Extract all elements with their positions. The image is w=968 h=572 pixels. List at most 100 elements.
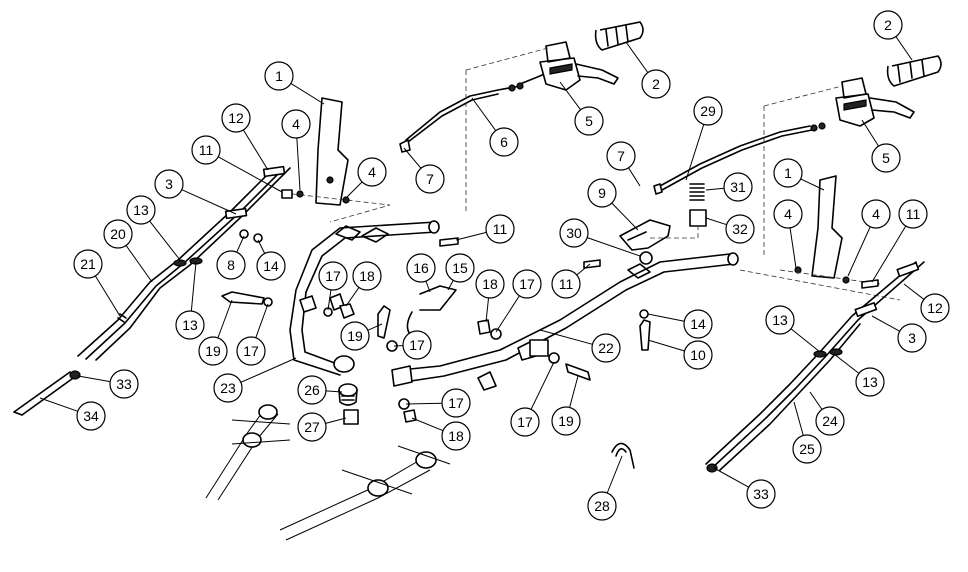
callout-17: 17 xyxy=(236,303,269,366)
callout-leader xyxy=(530,361,555,410)
callout-9: 9 xyxy=(587,178,639,231)
callout-number: 20 xyxy=(110,226,126,242)
callout-leader xyxy=(125,245,153,283)
callout-circle xyxy=(723,172,753,202)
callout-circle xyxy=(746,479,776,509)
callout-26: 26 xyxy=(297,375,343,405)
callout-number: 33 xyxy=(753,486,769,502)
callout-10: 10 xyxy=(647,339,713,370)
callout-number: 12 xyxy=(228,110,244,126)
callout-leader xyxy=(559,81,582,111)
callout-leader xyxy=(447,280,454,291)
callout-leader xyxy=(471,97,497,131)
callout-leader xyxy=(77,375,111,383)
callout-circle xyxy=(216,250,246,280)
callout-circle xyxy=(126,195,156,225)
callout-number: 14 xyxy=(690,316,706,332)
callout-number: 13 xyxy=(133,202,149,218)
callout-29: 29 xyxy=(685,96,723,181)
callout-number: 3 xyxy=(165,176,173,192)
callout-leader xyxy=(793,401,804,436)
callout-circle xyxy=(297,375,327,405)
callout-number: 25 xyxy=(799,441,815,457)
callout-leader xyxy=(495,295,520,333)
callout-circle xyxy=(318,261,348,291)
callout-circle xyxy=(815,406,845,436)
callout-number: 33 xyxy=(116,376,132,392)
callout-17: 17 xyxy=(405,388,471,418)
callout-8: 8 xyxy=(216,235,246,280)
callout-circle xyxy=(489,127,519,157)
callout-circle xyxy=(76,401,106,431)
callout-circle xyxy=(154,169,184,199)
callout-14: 14 xyxy=(647,309,713,339)
right-handle-clamp xyxy=(739,175,901,301)
callout-leader xyxy=(871,225,907,283)
callout-circle xyxy=(559,218,589,248)
callout-leader xyxy=(94,275,121,317)
callout-circle xyxy=(683,340,713,370)
callout-number: 1 xyxy=(275,68,283,84)
callout-12: 12 xyxy=(903,283,950,323)
callout-circle xyxy=(898,199,928,229)
callout-number: 17 xyxy=(519,276,535,292)
left-cable-assembly xyxy=(13,165,291,416)
callout-number: 18 xyxy=(359,268,375,284)
callout-leader xyxy=(847,226,871,277)
callout-leader xyxy=(218,156,283,193)
callout-leader xyxy=(647,313,685,322)
callout-33: 33 xyxy=(713,467,776,509)
callout-11: 11 xyxy=(455,214,515,244)
callout-circle xyxy=(683,309,713,339)
callout-number: 11 xyxy=(906,206,921,222)
callout-leader xyxy=(455,231,487,241)
callout-33: 33 xyxy=(77,369,139,399)
callout-leader xyxy=(647,339,685,352)
callout-34: 34 xyxy=(39,397,106,431)
callout-number: 28 xyxy=(594,498,610,514)
callout-leader xyxy=(685,124,705,181)
callout-15: 15 xyxy=(445,253,475,291)
callout-circle xyxy=(606,141,636,171)
callout-number: 4 xyxy=(368,164,376,180)
callout-leader xyxy=(345,181,363,199)
callout-number: 17 xyxy=(325,268,341,284)
callout-circle xyxy=(587,491,617,521)
callout-19: 19 xyxy=(551,375,581,436)
callout-18: 18 xyxy=(411,417,471,451)
callout-leader xyxy=(789,227,797,269)
callout-number: 5 xyxy=(585,113,593,129)
callout-4: 4 xyxy=(773,199,803,269)
callout-leader xyxy=(255,303,269,339)
callout-number: 26 xyxy=(304,382,320,398)
callout-18: 18 xyxy=(345,261,382,307)
callout-leader xyxy=(242,129,269,171)
callout-number: 18 xyxy=(448,428,464,444)
callout-number: 19 xyxy=(558,413,574,429)
callout-circle xyxy=(485,214,515,244)
callout-number: 8 xyxy=(227,257,235,273)
callout-circle xyxy=(693,96,723,126)
callout-leader xyxy=(625,41,649,73)
left-control-lever xyxy=(399,21,644,214)
callout-24: 24 xyxy=(809,391,845,436)
callout-number: 6 xyxy=(500,134,508,150)
callout-7: 7 xyxy=(403,147,445,194)
callout-number: 5 xyxy=(882,150,890,166)
callout-1: 1 xyxy=(773,158,825,191)
callout-5: 5 xyxy=(861,119,901,173)
callout-leader xyxy=(325,417,347,424)
callout-leader xyxy=(367,323,383,331)
callout-leader xyxy=(217,299,233,339)
callout-leader xyxy=(903,283,925,300)
callout-circle xyxy=(198,336,228,366)
callout-leader xyxy=(149,220,181,261)
callout-circle xyxy=(191,135,221,165)
callout-circle xyxy=(871,143,901,173)
callout-number: 32 xyxy=(732,221,748,237)
callout-circle xyxy=(641,69,671,99)
callout-2: 2 xyxy=(873,10,913,61)
callout-leader xyxy=(190,261,197,312)
callout-circle xyxy=(441,421,471,451)
